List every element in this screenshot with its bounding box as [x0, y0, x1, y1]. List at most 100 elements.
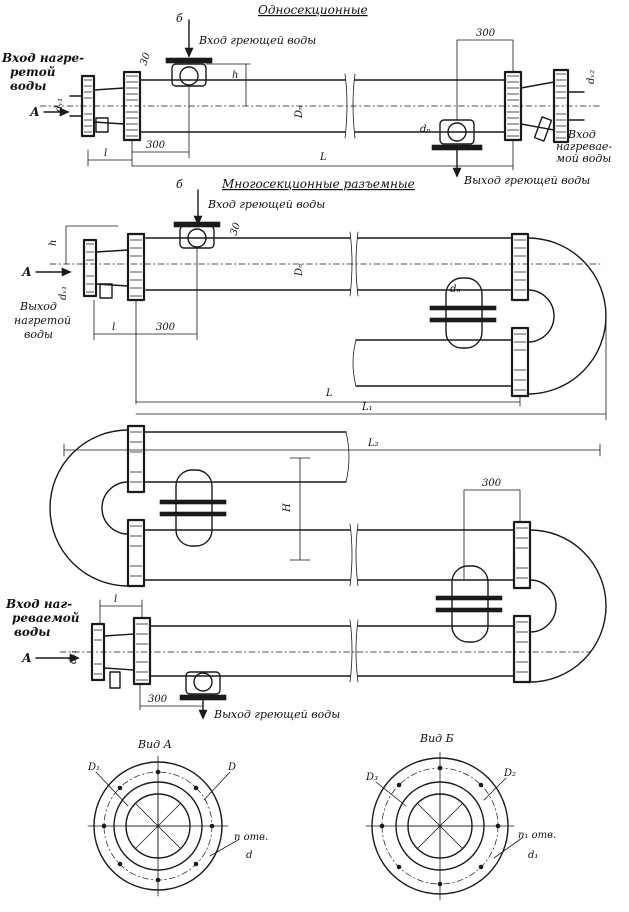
flange-right-outer [552, 68, 570, 144]
drain-valve-bottom [109, 671, 121, 689]
dim-l-2: l [112, 322, 115, 333]
flange-bottom-left-outer-bolts [94, 629, 102, 675]
flange-left-outer-bolts-2 [86, 243, 94, 293]
dim-dv2-1: dᵥ₂ [586, 70, 597, 84]
label-heated-in-2: ретой [10, 65, 56, 79]
support-left-plate-1 [159, 499, 227, 505]
arrow-heating-in-head [184, 47, 194, 58]
view-b-leader-holes [493, 837, 523, 859]
lubend-inner [101, 481, 129, 535]
dim-300-2: 300 [476, 28, 496, 39]
dim-line-h-1 [205, 63, 251, 107]
dim-h-2: h [48, 240, 59, 246]
view-a-leader-D1 [95, 771, 129, 807]
dim-300-3: 300 [156, 322, 176, 333]
flange-bottom-left-outer [90, 622, 106, 682]
label-heated-in-bottom-2: реваемой [12, 611, 80, 625]
lower-pipe-module [355, 339, 513, 387]
dim-d1-small: d₁ [528, 850, 538, 861]
dim-L: L [319, 152, 327, 163]
dim-h-1: h [232, 70, 238, 81]
label-arrow-a-1: А [29, 105, 40, 119]
view-b-axes [365, 751, 515, 901]
dim-dv1-1: dᵥ₁ [54, 98, 65, 112]
middle-break-3 [349, 523, 359, 587]
view-a-holes [101, 769, 215, 883]
break-mark-2 [349, 231, 359, 297]
bottom-outlet-circle [193, 672, 213, 692]
flange-right-outer-bolts [556, 73, 566, 139]
label-heating-water-in: Вход греющей воды [198, 34, 316, 47]
top-nozzle-circle [179, 66, 199, 86]
flange-bottom-left-bolts [136, 623, 148, 681]
flange-left-outer-bolts [84, 79, 92, 133]
left-nozzle-body-2 [95, 249, 129, 287]
flange-left-bolts [126, 75, 138, 137]
support-right-plate-2 [435, 607, 503, 613]
shell-pipe-right [354, 79, 506, 133]
dim-Dn-2: Dₙ [294, 264, 305, 277]
label-heated-out-3: воды [24, 328, 53, 341]
left-nozzle-body [93, 87, 125, 125]
dim-line-L [131, 139, 514, 171]
dim-H: H [282, 503, 293, 513]
label-arrow-b-2: б [176, 178, 183, 191]
upper-pipe-right [357, 237, 513, 291]
title-multi-section: Многосекционные разъемные [221, 177, 415, 191]
middle-support-plate-1 [429, 305, 497, 311]
ubend-outer [527, 237, 607, 395]
label-heated-out-1: Выход [19, 300, 57, 313]
arrow-heating-out-head [452, 167, 462, 178]
label-heated-in-3: воды [10, 79, 46, 93]
middle-pipe-left-3 [143, 529, 351, 581]
bottom-outlet-flange [179, 694, 227, 701]
dim-D1: D₁ [87, 762, 100, 773]
dim-line-H [289, 457, 311, 561]
label-heating-water-out: Выход греющей воды [463, 174, 590, 187]
dim-30-1: 30 [138, 51, 153, 67]
view-b-leader-D3 [375, 781, 407, 807]
dim-line-l-3 [99, 599, 143, 625]
drain-valve-left [95, 117, 109, 133]
view-b-title: Вид Б [419, 732, 454, 745]
dim-line-300-1 [131, 85, 190, 159]
right-outlet-pipe [567, 91, 585, 121]
view-a-title: Вид А [137, 738, 172, 751]
label-heated-in-right-2: нагревае- [556, 140, 612, 153]
dim-n-holes: n отв. [234, 832, 268, 843]
dim-300-5: 300 [148, 694, 168, 705]
flange-ubend-upper [510, 232, 530, 302]
view-a-leader-D [203, 771, 231, 801]
label-heated-in-right-3: мой воды [556, 152, 611, 165]
upper-pipe-3-break [345, 431, 350, 483]
rubend-inner [529, 579, 557, 633]
flange-ubend-lower [510, 326, 530, 398]
flange-rubend-bolts [516, 527, 528, 673]
support-left-body [175, 469, 213, 547]
bottom-pipe-right [357, 625, 515, 677]
dim-line-300-5 [139, 683, 204, 711]
support-left-plate-2 [159, 511, 227, 517]
top-nozzle-flange-2 [173, 221, 221, 228]
support-right-plate-1 [435, 595, 503, 601]
label-heating-water-out-3: Выход греющей воды [213, 708, 340, 721]
flange-rubend-upper [512, 520, 532, 590]
dim-line-h-2 [65, 225, 119, 265]
single-section-drawing: Односекционные Вход греющей воды б Выход… [1, 3, 612, 187]
bottom-nozzle-flange [431, 144, 483, 151]
middle-support-body [445, 277, 483, 349]
flange-left-outer [80, 74, 96, 138]
label-heating-water-in-2: Вход греющей воды [207, 198, 325, 211]
arrow-heating-out-3-head [198, 709, 208, 720]
view-a-leader-holes [209, 839, 239, 857]
dim-dv1-2: dᵥ₁ [58, 286, 69, 300]
dim-line-L2 [63, 443, 601, 457]
dim-line-L1 [135, 315, 607, 421]
dim-300-4: 300 [482, 478, 502, 489]
flange-left-outer-2 [82, 238, 98, 298]
label-heated-in-1: Вход нагре- [1, 51, 84, 65]
bottom-break [349, 619, 359, 683]
view-b: Вид Б D₃ D₂ n₁ отв. d₁ [365, 732, 556, 901]
drain-valve-right [533, 116, 553, 142]
label-heated-in-bottom-3: воды [14, 625, 50, 639]
